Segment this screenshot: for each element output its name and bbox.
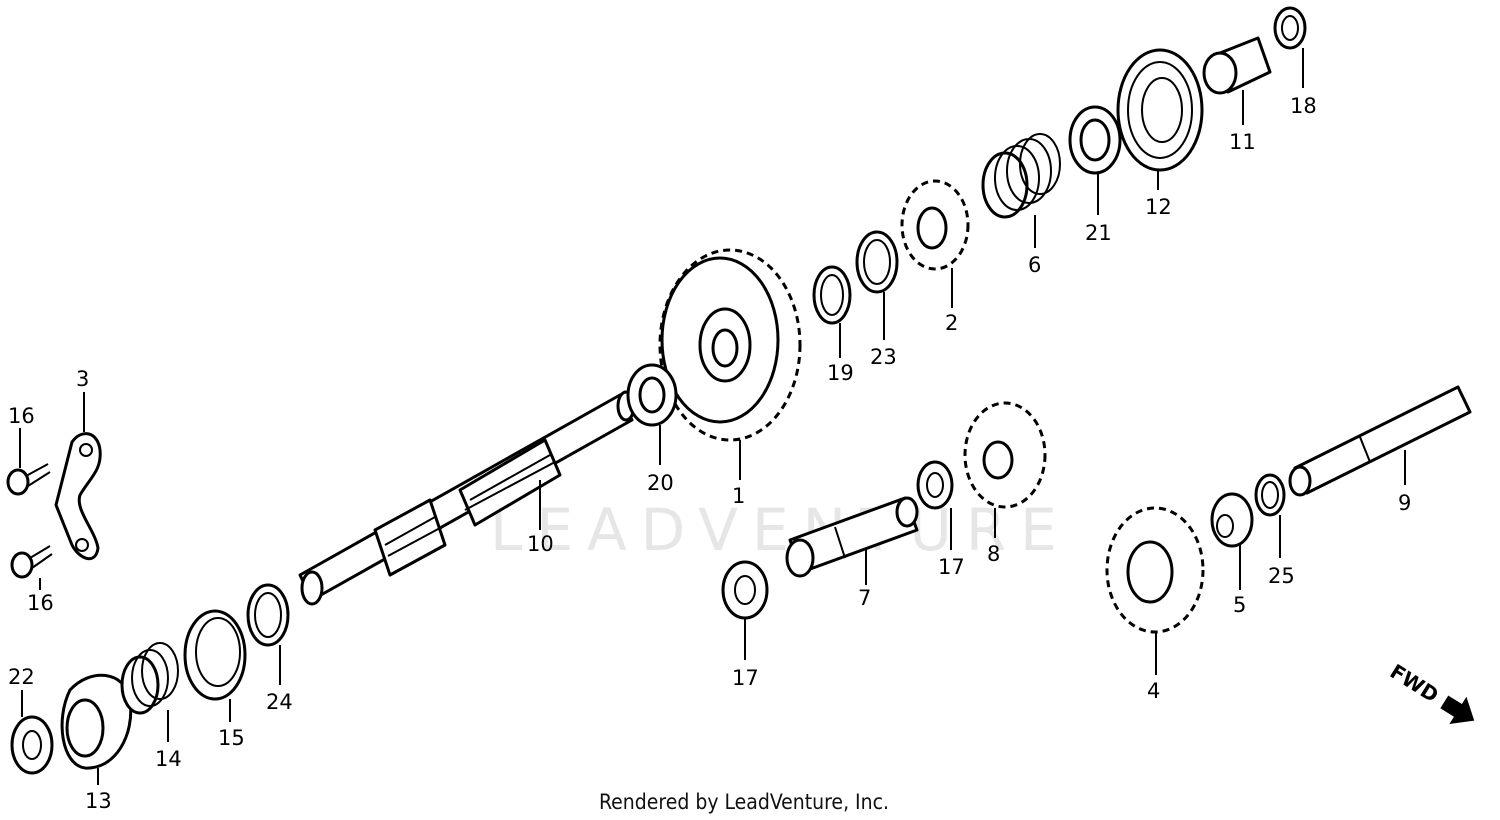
fwd-label: FWD — [1386, 659, 1443, 707]
callout-22: 22 — [8, 665, 35, 689]
callout-16-upper: 16 — [8, 404, 35, 428]
part-14-spring[interactable] — [120, 642, 179, 715]
part-2-ratchet[interactable] — [900, 179, 970, 271]
callout-17-upper: 17 — [938, 555, 965, 579]
callout-10: 10 — [527, 532, 554, 556]
callout-12: 12 — [1145, 195, 1172, 219]
part-3-stopper-plate[interactable] — [54, 432, 102, 560]
callout-14: 14 — [155, 747, 182, 771]
part-9-idle-shaft[interactable] — [1288, 385, 1472, 497]
callout-4: 4 — [1147, 679, 1160, 703]
part-22-washer[interactable] — [10, 715, 54, 775]
part-16-bolt-upper[interactable] — [6, 463, 51, 496]
part-6-spring[interactable] — [981, 133, 1061, 219]
part-13-pinion[interactable] — [60, 673, 133, 770]
callout-16-lower: 16 — [27, 591, 54, 615]
watermark-text: LEADVENTURE — [490, 496, 1071, 564]
callout-24: 24 — [266, 690, 293, 714]
callout-18: 18 — [1290, 94, 1317, 118]
callout-17-lower: 17 — [732, 666, 759, 690]
fwd-arrow-icon — [1440, 695, 1475, 725]
part-19-circlip[interactable] — [812, 265, 852, 325]
part-17-washer-lower[interactable] — [721, 560, 769, 620]
part-7-countershaft[interactable] — [785, 496, 919, 578]
part-5-collar[interactable] — [1210, 492, 1254, 548]
callout-13: 13 — [85, 789, 112, 813]
callout-25: 25 — [1268, 564, 1295, 588]
part-25-circlip[interactable] — [1254, 473, 1286, 517]
callout-15: 15 — [218, 726, 245, 750]
part-17-washer-upper[interactable] — [916, 460, 954, 510]
part-20-washer[interactable] — [626, 363, 678, 427]
part-11-collar[interactable] — [1202, 36, 1272, 95]
callout-11: 11 — [1229, 130, 1256, 154]
part-8-gear[interactable] — [963, 401, 1047, 509]
callout-3: 3 — [76, 367, 89, 391]
part-23-circlip[interactable] — [855, 230, 899, 294]
callout-9: 9 — [1398, 491, 1411, 515]
part-4-gear[interactable] — [1105, 506, 1205, 634]
leader-lines — [19, 48, 1406, 785]
part-18-washer[interactable] — [1273, 6, 1307, 50]
part-21-washer[interactable] — [1068, 105, 1122, 175]
callout-7: 7 — [858, 586, 871, 610]
callout-8: 8 — [987, 542, 1000, 566]
callout-20: 20 — [647, 471, 674, 495]
callout-6: 6 — [1028, 253, 1041, 277]
part-24-circlip[interactable] — [246, 583, 290, 647]
callout-5: 5 — [1233, 593, 1246, 617]
fwd-direction-indicator: FWD — [1386, 659, 1475, 725]
part-15-washer[interactable] — [183, 609, 247, 701]
part-1-large-gear[interactable] — [658, 248, 802, 442]
callout-1: 1 — [732, 484, 745, 508]
callout-2: 2 — [945, 311, 958, 335]
footer-rendered-by: Rendered by LeadVenture, Inc. — [599, 790, 889, 814]
part-16-bolt-lower[interactable] — [10, 545, 53, 579]
part-12-kick-spring[interactable] — [1116, 48, 1204, 172]
callout-23: 23 — [870, 345, 897, 369]
callout-21: 21 — [1085, 221, 1112, 245]
callout-19: 19 — [827, 361, 854, 385]
